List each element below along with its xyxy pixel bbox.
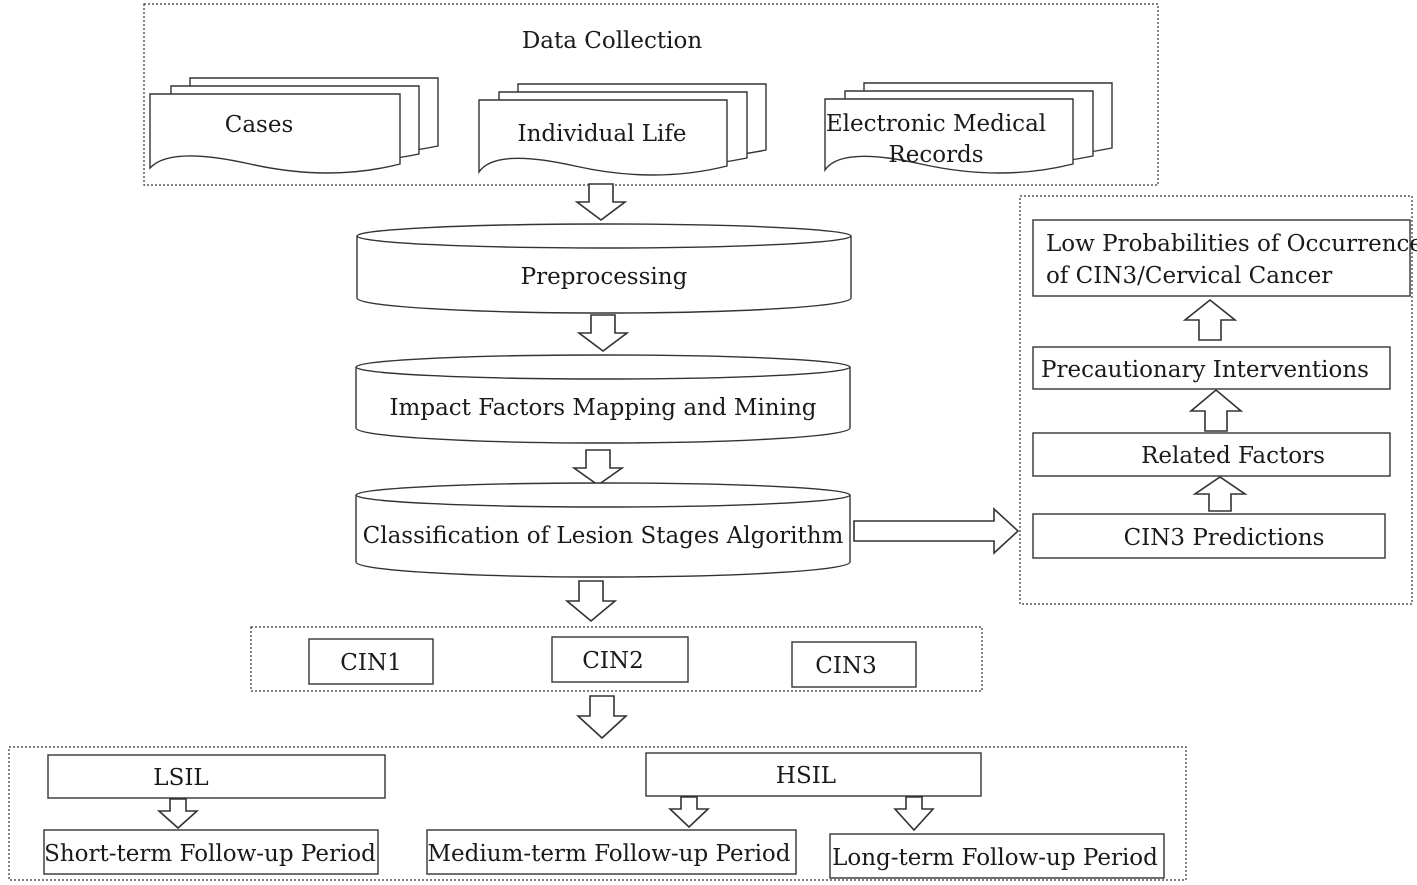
cin3-predictions-label: CIN3 Predictions [1124,525,1325,551]
classification-label: Classification of Lesion Stages Algorith… [363,523,844,549]
mining-cylinder [355,354,851,444]
cases-document-stack [149,77,439,174]
down-arrow-icon [156,798,200,830]
down-arrow-icon [667,796,711,829]
down-arrow-icon [571,449,625,486]
up-arrow-icon [1192,476,1248,512]
hsil-label: HSIL [776,763,836,789]
cin1-label: CIN1 [340,650,401,676]
data-collection-title: Data Collection [522,28,703,54]
individual-life-document-stack [478,83,767,176]
classification-cylinder [355,482,851,578]
long-term-label: Long-term Follow-up Period [832,845,1158,871]
cin3-predictions-box [1032,513,1386,559]
emr-label-line2: Records [888,142,983,168]
cin2-label: CIN2 [582,648,643,674]
down-arrow-icon [893,796,935,832]
cin3-box [791,641,917,688]
follow-up-group [8,746,1187,881]
prediction-chain-group [1019,195,1413,605]
lsil-box [47,754,386,799]
individual-life-label: Individual Life [518,121,687,147]
related-factors-box [1032,432,1391,477]
preprocessing-label: Preprocessing [521,264,688,290]
cases-label: Cases [225,112,294,138]
emr-label-line1: Electronic Medical [826,111,1046,137]
lsil-label: LSIL [153,765,208,791]
data-collection-group [143,3,1159,186]
short-term-box [43,829,379,875]
interventions-box [1032,346,1391,390]
cin-stages-group [250,626,983,692]
mining-label: Impact Factors Mapping and Mining [389,395,816,421]
up-arrow-icon [1188,388,1244,432]
down-arrow-icon [575,695,629,740]
short-term-label: Short-term Follow-up Period [44,841,376,867]
cin2-box [551,636,689,683]
outcome-box [1032,219,1411,297]
medium-term-label: Medium-term Follow-up Period [428,841,791,867]
outcome-label-line2: of CIN3/Cervical Cancer [1046,263,1332,289]
interventions-label: Precautionary Interventions [1041,357,1369,383]
down-arrow-icon [564,580,618,623]
cin3-label: CIN3 [815,653,876,679]
emr-document-stack [824,82,1113,174]
down-arrow-icon [576,314,630,352]
cin1-box [308,638,434,685]
outcome-label-line1: Low Probabilities of Occurrence [1046,231,1417,257]
long-term-box [829,833,1165,879]
right-arrow-icon [853,507,1020,555]
hsil-box [645,752,982,797]
down-arrow-icon [574,183,628,221]
preprocessing-cylinder [356,223,852,314]
related-factors-label: Related Factors [1141,443,1325,469]
up-arrow-icon [1182,298,1238,341]
medium-term-box [426,829,797,875]
